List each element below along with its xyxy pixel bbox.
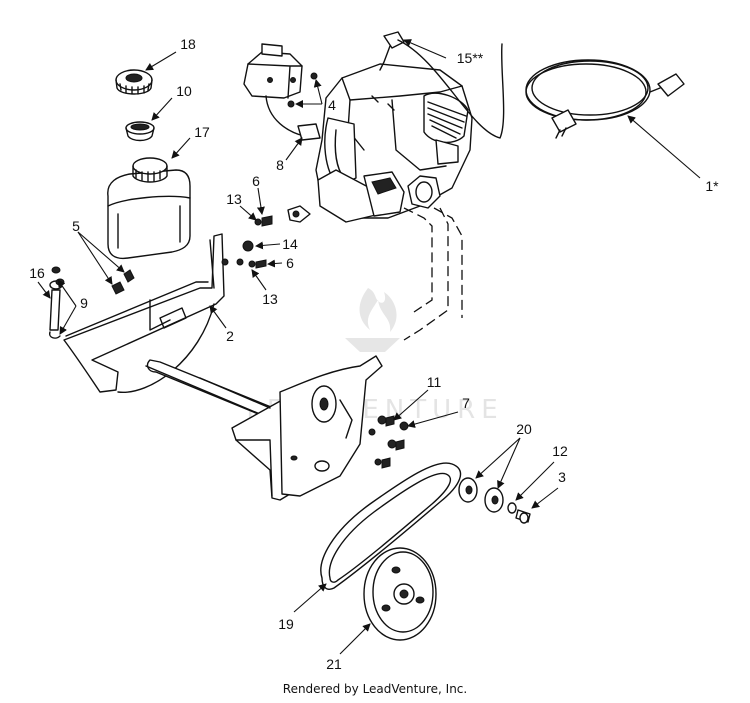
drive-belt-part [320,462,462,590]
label-part-11: 11 [427,374,442,390]
power-cord-part [525,59,685,139]
label-part-3: 3 [558,469,566,485]
label-part-2: 2 [226,328,234,344]
washer-bolt-part [507,502,531,524]
label-part-6-upper: 6 [252,173,260,189]
label-part-1: 1* [705,178,719,194]
label-part-6-lower: 6 [286,255,294,271]
leader-lines [37,39,701,655]
label-part-10: 10 [176,83,192,99]
bolt-part-5 [111,269,135,295]
label-part-14: 14 [282,236,298,252]
label-part-21: 21 [326,656,342,672]
label-part-19: 19 [278,616,294,632]
label-part-17: 17 [194,124,210,140]
frame-bracket-part [63,233,229,393]
label-part-4: 4 [328,97,336,113]
rod-part [48,266,65,339]
label-part-18: 18 [180,36,196,52]
label-part-20: 20 [516,421,532,437]
label-part-13-upper: 13 [226,191,242,207]
label-part-9: 9 [80,295,88,311]
small-pulley-part [458,477,504,513]
fuel-tank-part [107,157,191,260]
render-credit: Rendered by LeadVenture, Inc. [282,682,468,696]
starter-box-part [243,43,321,141]
fuel-strainer-part [125,121,155,142]
belt-alignment-lines [403,207,463,341]
label-part-7: 7 [462,395,470,411]
watermark-logo [345,288,400,352]
label-part-5: 5 [72,218,80,234]
label-part-8: 8 [276,157,284,173]
label-part-15: 15** [457,50,484,66]
label-part-13-lower: 13 [262,291,278,307]
label-part-12: 12 [552,443,568,459]
large-pulley-part [363,547,437,641]
label-part-16: 16 [29,265,45,281]
axle-frame-part [145,355,383,501]
fuel-cap-part [115,69,153,95]
engine-part [315,63,473,223]
fasteners-group [236,205,409,469]
